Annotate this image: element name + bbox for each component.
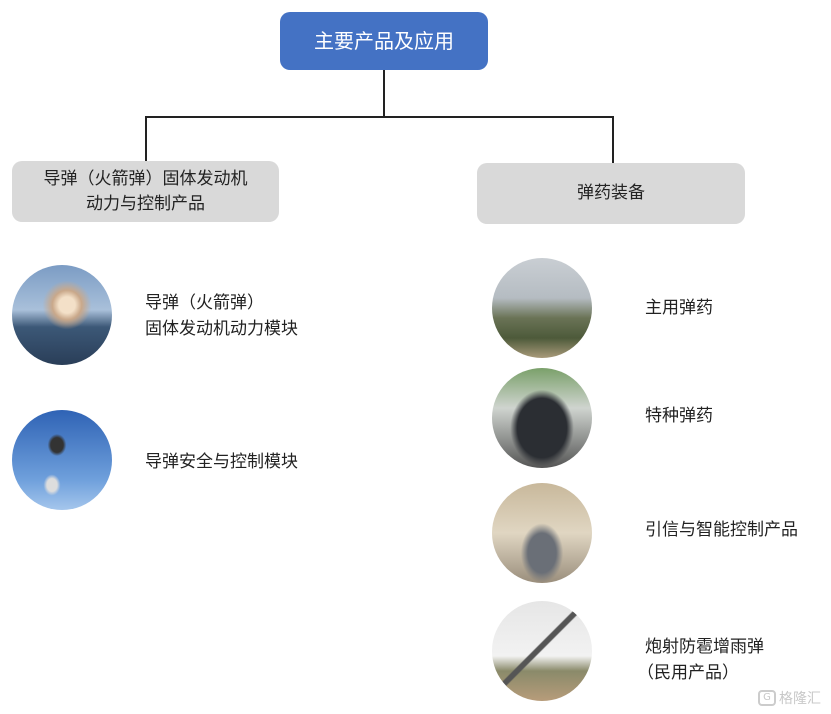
armored-vehicle-image (492, 368, 592, 468)
connector (145, 116, 614, 118)
item-label: 主用弹药 (645, 298, 713, 318)
item-label: 引信与智能控制产品 (645, 520, 798, 540)
fuze-product-image (492, 483, 592, 583)
connector (383, 70, 385, 118)
root-node: 主要产品及应用 (280, 12, 488, 70)
missile-launch-image (12, 265, 112, 365)
item-label: 导弹安全与控制模块 (145, 452, 298, 472)
item-label-line: 炮射防雹增雨弹 (645, 637, 764, 657)
category-ammunition: 弹药装备 (477, 163, 745, 224)
watermark-text: 格隆汇 (779, 691, 821, 707)
category-label: 导弹（火箭弹）固体发动机 (43, 168, 248, 189)
category-label: 动力与控制产品 (86, 193, 205, 214)
item-label: 导弹（火箭弹） 固体发动机动力模块 (145, 290, 298, 342)
watermark-logo-icon: G (758, 690, 776, 706)
category-missile-engine: 导弹（火箭弹）固体发动机 动力与控制产品 (12, 161, 279, 222)
jet-and-missile-image (12, 410, 112, 510)
item-label-line: 固体发动机动力模块 (145, 319, 298, 339)
artillery-gun-image (492, 601, 592, 701)
item-label: 特种弹药 (645, 406, 713, 426)
item-label-line: 导弹（火箭弹） (145, 293, 264, 313)
watermark: G 格隆汇 (758, 688, 821, 708)
anti-aircraft-guns-image (492, 258, 592, 358)
category-label: 弹药装备 (577, 183, 645, 203)
connector (145, 116, 147, 162)
item-label-line: （民用产品） (637, 663, 739, 683)
item-label: 炮射防雹增雨弹 （民用产品） (637, 634, 764, 686)
connector (612, 116, 614, 164)
